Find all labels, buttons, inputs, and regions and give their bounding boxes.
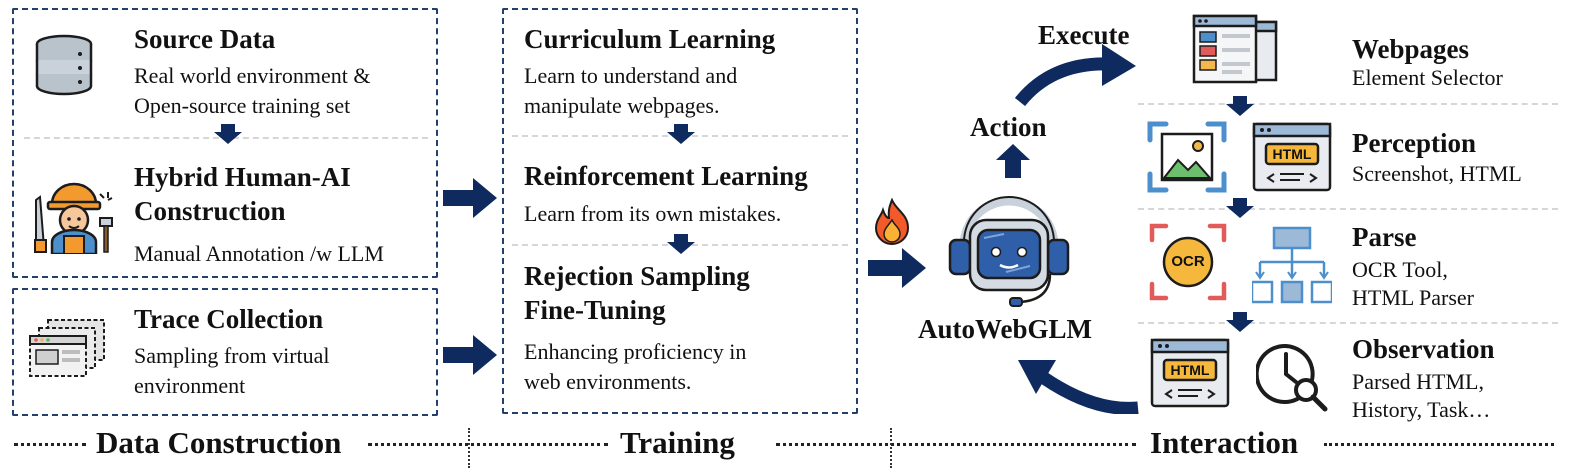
section-divider-vertical — [890, 428, 892, 468]
source-data-line-1: Real world environment & — [134, 63, 371, 88]
webpages-title: Webpages — [1352, 34, 1470, 64]
trace-collection-box — [12, 288, 438, 416]
agent-name: AutoWebGLM — [918, 314, 1093, 344]
separator — [1138, 208, 1558, 210]
observation-line-1: Parsed HTML, — [1352, 369, 1484, 394]
ocr-icon — [1148, 222, 1228, 302]
section-divider-line — [14, 443, 86, 446]
html-document-icon — [1150, 338, 1230, 408]
stacked-windows-icon — [28, 318, 108, 380]
curved-arrow-icon — [1012, 40, 1136, 106]
training-box — [502, 8, 858, 414]
webpages-desc: Element Selector — [1352, 65, 1503, 90]
screenshot-icon — [1146, 120, 1228, 194]
section-divider-line — [776, 443, 1136, 446]
curriculum-line-2: manipulate webpages. — [524, 93, 720, 118]
source-data-title: Source Data — [134, 24, 276, 54]
hybrid-title-line-2: Construction — [134, 196, 286, 226]
right-arrow-icon — [443, 335, 497, 375]
reinforcement-desc: Learn from its own mistakes. — [524, 201, 782, 226]
rejection-line-1: Enhancing proficiency in — [524, 339, 747, 364]
robot-agent-icon — [946, 186, 1072, 308]
html-badge-text: HTML — [1272, 146, 1312, 162]
trace-line-1: Sampling from virtual — [134, 343, 330, 368]
parse-title: Parse — [1352, 222, 1417, 252]
right-arrow-icon — [443, 178, 497, 218]
perception-desc: Screenshot, HTML — [1352, 161, 1522, 186]
section-divider-vertical — [468, 428, 470, 468]
html-document-icon — [1252, 122, 1332, 192]
section-label-interaction: Interaction — [1150, 425, 1299, 460]
html-badge-text: HTML — [1170, 362, 1210, 378]
parse-line-2: HTML Parser — [1352, 285, 1474, 310]
parse-line-1: OCR Tool, — [1352, 257, 1448, 282]
section-label-training: Training — [620, 425, 735, 460]
rejection-title-line-1: Rejection Sampling — [524, 261, 750, 291]
observation-line-2: History, Task… — [1352, 397, 1491, 422]
down-arrow-icon — [667, 234, 695, 254]
section-divider-line — [1324, 443, 1554, 446]
database-icon — [32, 34, 96, 96]
fire-icon — [872, 198, 912, 246]
observation-title: Observation — [1352, 334, 1495, 364]
up-arrow-icon — [996, 144, 1030, 178]
down-arrow-icon — [1226, 198, 1254, 218]
separator — [1138, 103, 1558, 105]
execute-label: Execute — [1038, 20, 1130, 50]
perception-title: Perception — [1352, 128, 1476, 158]
trace-collection-title: Trace Collection — [134, 304, 324, 334]
action-label: Action — [970, 112, 1047, 142]
data-construction-box — [12, 8, 438, 278]
ocr-badge-text: OCR — [1171, 253, 1205, 270]
construction-worker-icon — [30, 170, 116, 254]
curriculum-title: Curriculum Learning — [524, 24, 776, 54]
rejection-title-line-2: Fine-Tuning — [524, 295, 666, 325]
source-data-line-2: Open-source training set — [134, 93, 351, 118]
separator — [1138, 322, 1558, 324]
down-arrow-icon — [667, 124, 695, 144]
right-arrow-icon — [868, 248, 926, 288]
rejection-line-2: web environments. — [524, 369, 692, 394]
trace-line-2: environment — [134, 373, 246, 398]
section-divider-line — [368, 443, 608, 446]
reinforcement-title: Reinforcement Learning — [524, 161, 808, 191]
parser-tree-icon — [1252, 226, 1332, 306]
down-arrow-icon — [214, 124, 242, 144]
down-arrow-icon — [1226, 96, 1254, 116]
hybrid-title-line-1: Hybrid Human-AI — [134, 162, 351, 192]
webpage-icon — [1190, 14, 1282, 86]
curriculum-line-1: Learn to understand and — [524, 63, 738, 88]
down-arrow-icon — [1226, 312, 1254, 332]
return-arrow-icon — [1014, 354, 1140, 414]
history-search-icon — [1256, 340, 1330, 412]
hybrid-desc: Manual Annotation /w LLM — [134, 241, 384, 266]
section-label-data-construction: Data Construction — [96, 425, 342, 460]
